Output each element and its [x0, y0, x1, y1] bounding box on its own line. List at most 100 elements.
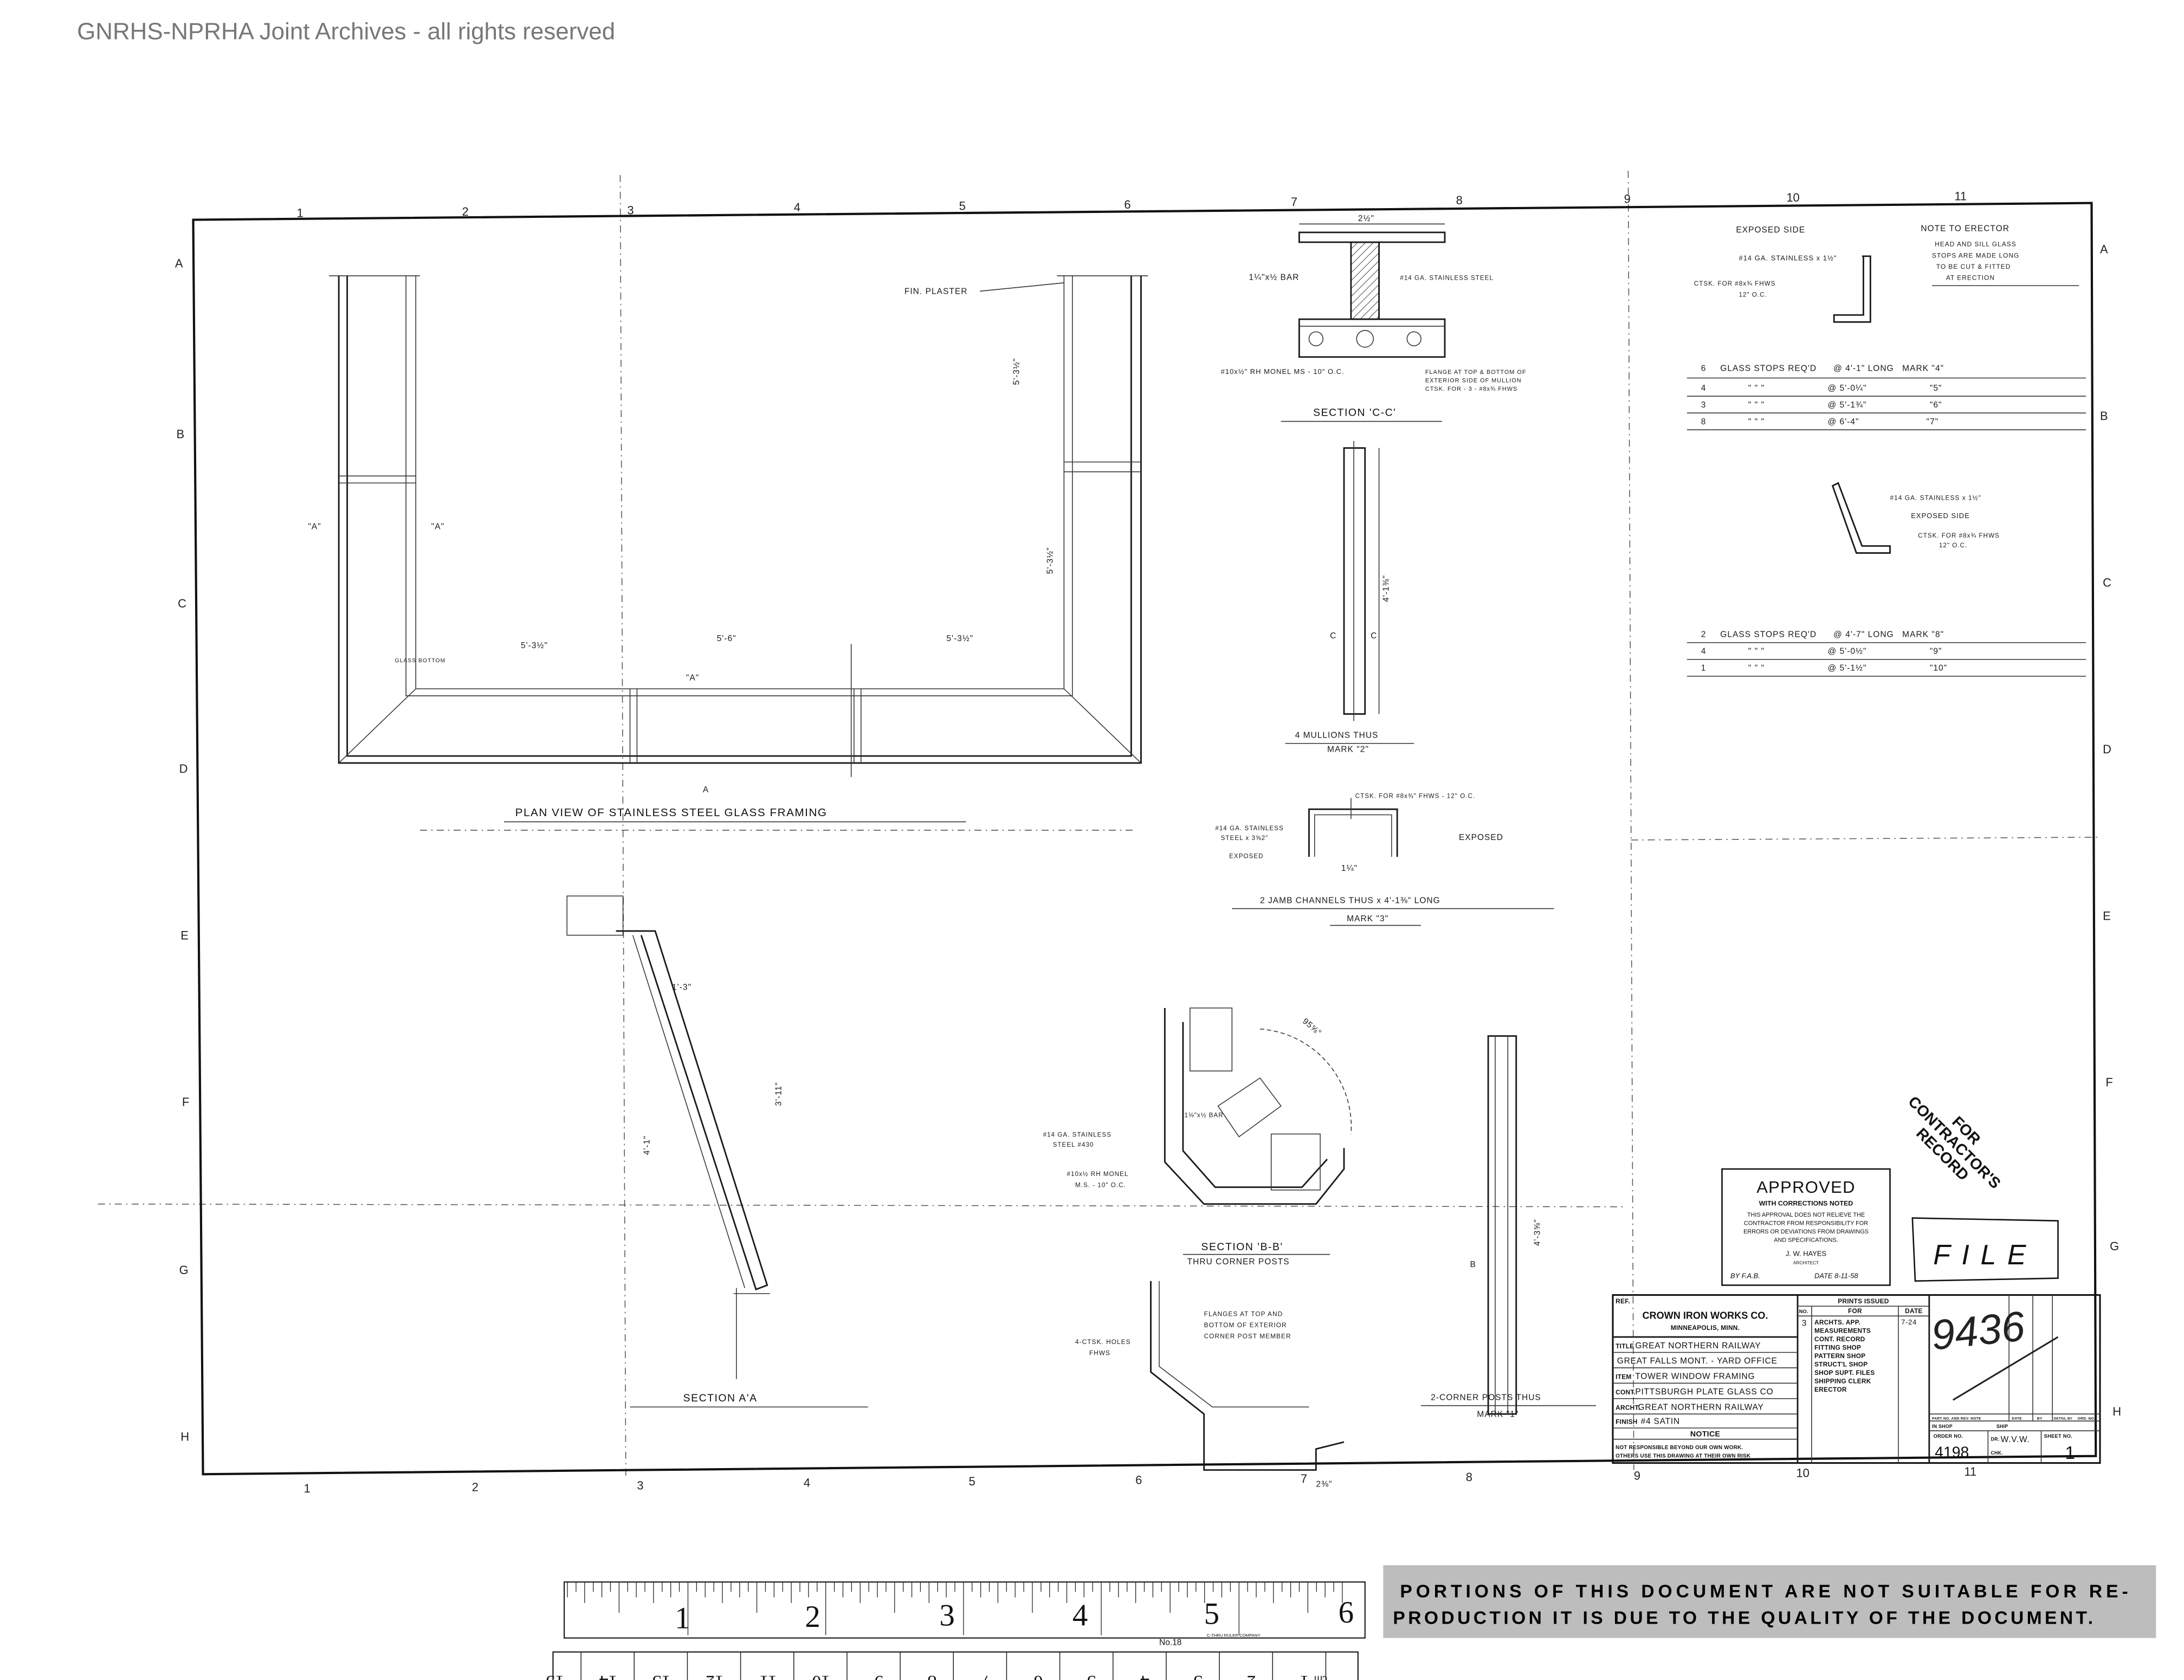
approved-by: BY F.A.B.: [1730, 1272, 1760, 1280]
section-c-c-title: SECTION 'C-C': [1313, 406, 1396, 418]
print-for: CONT. RECORD: [1814, 1335, 1865, 1343]
title-value: GREAT FALLS MONT. - YARD OFFICE: [1617, 1356, 1778, 1366]
flange-note: CTSK. FOR - 3 - #8x¾ FHWS: [1425, 386, 1517, 392]
row-label: A: [2100, 243, 2108, 256]
corner-posts-detail: 4'-3⅝" B 2-CORNER POSTS THUS MARK "1": [1421, 1035, 1596, 1419]
notice-text: OTHERS USE THIS DRAWING AT THEIR OWN RIS…: [1616, 1453, 1750, 1459]
ruler-number: 6: [1339, 1595, 1354, 1630]
archive-watermark: GNRHS-NPRHA Joint Archives - all rights …: [77, 18, 615, 44]
quality-notice: PORTIONS OF THIS DOCUMENT ARE NOT SUITAB…: [1383, 1565, 2156, 1638]
material-label: #14 GA. STAINLESS: [1043, 1132, 1112, 1139]
item-value: TOWER WINDOW FRAMING: [1635, 1372, 1755, 1381]
holes-label: 4-CTSK. HOLES: [1075, 1338, 1131, 1346]
glass-stop-sill-detail: #14 GA. STAINLESS x 1½" EXPOSED SIDE CTS…: [1687, 482, 2086, 677]
print-for: MEASUREMENTS: [1814, 1327, 1871, 1334]
row-label: F: [182, 1095, 189, 1109]
cm-number: 9: [874, 1671, 883, 1680]
dimension-label: 5'-6": [717, 634, 736, 643]
cm-number: 12: [706, 1671, 724, 1680]
ruler-maker: C-THRU RULER COMPANY: [1207, 1633, 1261, 1638]
note-line: TO BE CUT & FITTED: [1936, 263, 2011, 270]
section-a-a-title: SECTION A'A: [683, 1392, 758, 1404]
dimension-label: 3'-11": [774, 1082, 783, 1106]
column-label: 7: [1291, 195, 1297, 209]
row-label: E: [2103, 909, 2111, 922]
dimension-label: 5'-3½": [521, 641, 548, 650]
section-marker: C: [1371, 631, 1377, 641]
row-label: C: [2103, 576, 2111, 589]
cm-number: 2: [1246, 1671, 1256, 1680]
drawing-border: [192, 202, 2097, 1476]
approved-title: APPROVED: [1756, 1178, 1856, 1197]
mullion-detail: 4'-1⅜" C C 4 MULLIONS THUS MARK "2": [1285, 441, 1414, 754]
dimension-label: 4'-3⅝": [1533, 1219, 1542, 1246]
table-row: 8" " "@ 6'-4""7": [1701, 417, 1939, 427]
order-number: 4198: [1935, 1444, 1969, 1461]
cm-number: 1: [1300, 1671, 1309, 1680]
section-marker: "A": [308, 522, 321, 532]
title-label: TITLE: [1616, 1342, 1634, 1350]
note-line: STOPS ARE MADE LONG: [1932, 251, 2019, 259]
row-label: B: [2100, 409, 2108, 423]
dimension-label: 4'-1⅜": [1382, 575, 1391, 602]
print-for: ERECTOR: [1814, 1386, 1847, 1393]
table-row: 4" " "@ 5'-0¼""5": [1701, 384, 1942, 393]
row-label: G: [179, 1263, 189, 1277]
title-block: REF. CROWN IRON WORKS CO. MINNEAPOLIS, M…: [1612, 1294, 2101, 1464]
row-label: G: [2110, 1239, 2119, 1253]
exposed-side-label: EXPOSED SIDE: [1736, 225, 1805, 235]
chk-label: CHK.: [1991, 1450, 2003, 1456]
col-no: NO.: [1799, 1309, 1808, 1314]
screws-label: #10x½ RH MONEL: [1067, 1171, 1129, 1178]
section-marker: A: [703, 785, 709, 794]
column-label: 11: [1964, 1465, 1976, 1478]
column-label: 4: [804, 1476, 810, 1490]
table-row: 4" " "@ 5'-0½""9": [1701, 647, 1942, 656]
section-marker: "A": [431, 522, 444, 532]
mark-label: MARK "1": [1477, 1410, 1519, 1419]
angle-label: 95⅝°: [1301, 1017, 1323, 1038]
order-label: ORDER NO.: [1934, 1433, 1963, 1439]
row-label: D: [179, 762, 188, 776]
print-no: 3: [1802, 1319, 1807, 1328]
row-label: B: [177, 428, 185, 441]
col-date: DATE: [1905, 1307, 1922, 1315]
ship-label: SHIP: [1996, 1424, 2008, 1429]
column-label: 2: [472, 1480, 479, 1494]
row-label: A: [175, 256, 183, 270]
ruler-number: 4: [1072, 1598, 1088, 1632]
cm-labels: 151413121110987654321cm: [546, 1652, 1327, 1680]
flange-note: FLANGE AT TOP & BOTTOM OF: [1425, 369, 1527, 376]
column-label: 7: [1301, 1472, 1307, 1485]
dr-value: W.V.W.: [2001, 1435, 2030, 1444]
cm-number: 11: [759, 1671, 777, 1680]
dimension-label: 4'-1": [643, 1135, 652, 1155]
mullions-label: 4 MULLIONS THUS: [1295, 731, 1379, 740]
cm-ruler: 151413121110987654321cm: [546, 1651, 1359, 1680]
bar-label: 1¼"x½ BAR: [1249, 273, 1299, 282]
ruler-ticks: [567, 1582, 1343, 1636]
cm-number: 8: [927, 1671, 936, 1680]
bar-label: 1⅛"x½ BAR: [1185, 1112, 1224, 1119]
plan-view: FIN. PLASTER 5'-3½" 5'-6" 5'-3½" 5'-3½" …: [308, 275, 1148, 823]
rev-header: PART NO. AND REV. NOTE: [1932, 1417, 1981, 1421]
section-marker: B: [1470, 1260, 1476, 1269]
column-label: 3: [637, 1479, 643, 1492]
ruler-number: 1: [675, 1601, 690, 1635]
cm-number: 5: [1087, 1671, 1096, 1680]
flange-note: BOTTOM OF EXTERIOR: [1204, 1321, 1287, 1329]
cm-number: 10: [812, 1671, 830, 1680]
section-b-b: 95⅝° 1⅛"x½ BAR #14 GA. STAINLESS STEEL #…: [1043, 1007, 1352, 1267]
title-value: GREAT NORTHERN RAILWAY: [1635, 1341, 1761, 1351]
cm-number: 14: [599, 1671, 617, 1680]
column-label: 5: [959, 199, 966, 213]
table-row: 1" " "@ 5'-1½""10": [1701, 663, 1947, 673]
file-label: FILE: [1933, 1239, 2037, 1270]
cm-number: 13: [652, 1671, 671, 1680]
exposed-label: EXPOSED: [1229, 853, 1263, 860]
ctsk-label: 12" O.C.: [1739, 292, 1767, 299]
notice-title: NOTICE: [1690, 1430, 1720, 1439]
column-label: 8: [1456, 193, 1463, 207]
mark-label: MARK "2": [1327, 745, 1369, 754]
